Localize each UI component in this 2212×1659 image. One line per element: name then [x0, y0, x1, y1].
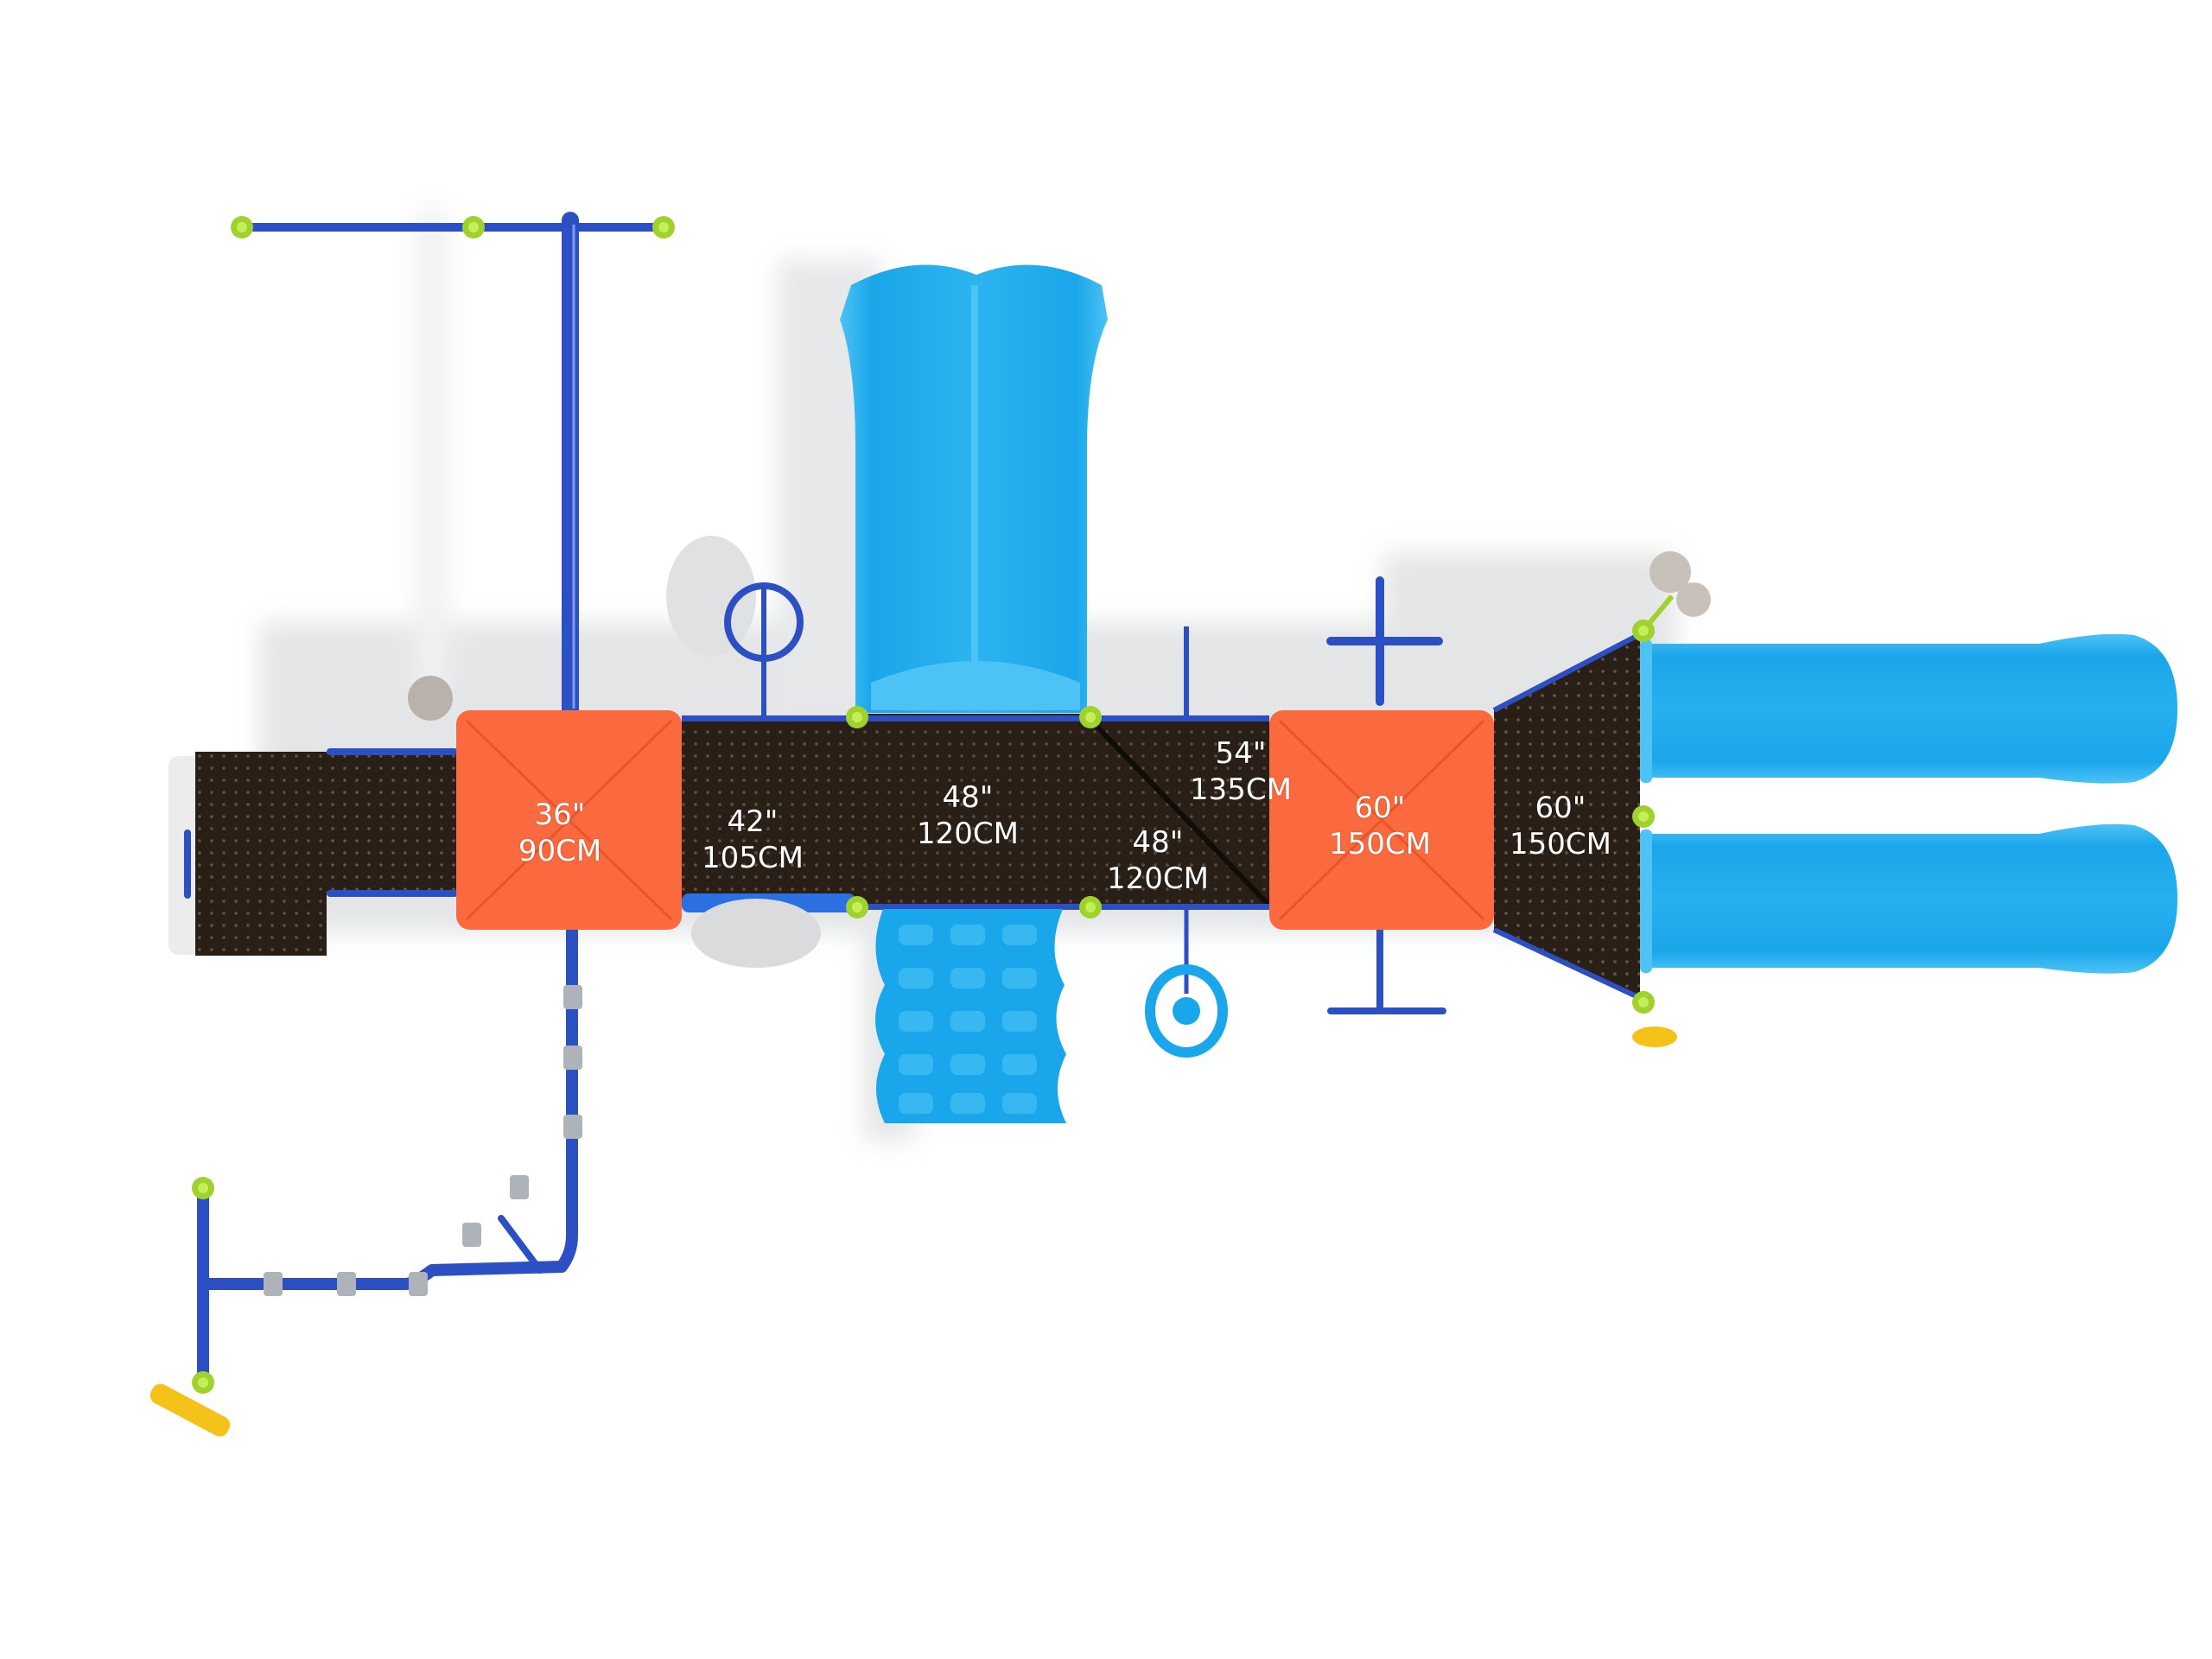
- climber-rungs: [264, 985, 582, 1296]
- yellow-grip-handle: [149, 1383, 231, 1437]
- spiral-climber: [666, 536, 804, 722]
- deck-label-42: 42" 105CM: [702, 804, 804, 876]
- deck-label-60-roof: 60" 150CM: [1329, 790, 1431, 862]
- yellow-grip-handle: [1632, 1027, 1677, 1047]
- deck-label-54: 54" 135CM: [1190, 735, 1292, 808]
- t-bar-climber: [1327, 926, 1446, 1014]
- rock-climbing-wall: [875, 909, 1066, 1123]
- clamp-icon: [846, 706, 868, 728]
- deck-label-inches: 36": [534, 798, 586, 832]
- clamp-icon: [1079, 706, 1102, 728]
- overhead-ladder: [231, 212, 675, 719]
- deck-label-inches: 60": [1535, 791, 1586, 825]
- clamp-icon: [192, 1177, 214, 1199]
- binocular-telescope: [1648, 551, 1711, 624]
- clamp-icon: [1079, 896, 1102, 918]
- curved-climber: [197, 924, 578, 1389]
- steering-wheel-panel: [1145, 906, 1228, 1058]
- deck-label-60: 60" 150CM: [1510, 790, 1611, 862]
- deck-label-inches: 48": [942, 780, 994, 815]
- deck-42-panel: [682, 720, 855, 912]
- top-rail: [682, 715, 1269, 721]
- entry-step-deck: [168, 676, 458, 956]
- deck-48a-panel: [855, 714, 1090, 906]
- bottom-rail: [855, 904, 1269, 910]
- clamp-icon: [462, 216, 485, 238]
- wave-slide: [840, 264, 1108, 713]
- deck-label-36: 36" 90CM: [518, 797, 601, 869]
- clamp-icon: [1632, 805, 1655, 828]
- deck-label-cm: 120CM: [917, 817, 1019, 851]
- deck-label-inches: 42": [727, 804, 779, 839]
- deck-label-cm: 120CM: [1107, 861, 1209, 896]
- plus-climber: [1326, 576, 1443, 706]
- clamp-icon: [846, 896, 868, 918]
- clamp-icon: [652, 216, 675, 238]
- deck-label-cm: 105CM: [702, 841, 804, 875]
- tube-shadow: [691, 899, 821, 968]
- double-slides: [1640, 633, 2177, 974]
- clamp-icon: [192, 1371, 214, 1394]
- deck-label-48b: 48" 120CM: [1107, 824, 1209, 897]
- deck-label-inches: 48": [1132, 825, 1184, 860]
- deck-label-cm: 135CM: [1190, 772, 1292, 807]
- clamp-icon: [231, 216, 253, 238]
- roof-60-panel: [1269, 710, 1494, 930]
- deck-48b-54-panel: [1088, 717, 1272, 908]
- deck-label-cm: 150CM: [1510, 827, 1611, 861]
- clamp-icon: [1632, 620, 1655, 642]
- deck-60-panel: [1492, 632, 1642, 1001]
- deck-label-cm: 90CM: [518, 834, 602, 868]
- roof-36-panel: [456, 710, 682, 930]
- clamp-icon: [1632, 991, 1655, 1014]
- deck-label-cm: 150CM: [1329, 827, 1431, 861]
- deck-label-inches: 60": [1354, 791, 1406, 825]
- deck-label-48a: 48" 120CM: [917, 779, 1019, 852]
- deck-label-inches: 54": [1215, 736, 1267, 771]
